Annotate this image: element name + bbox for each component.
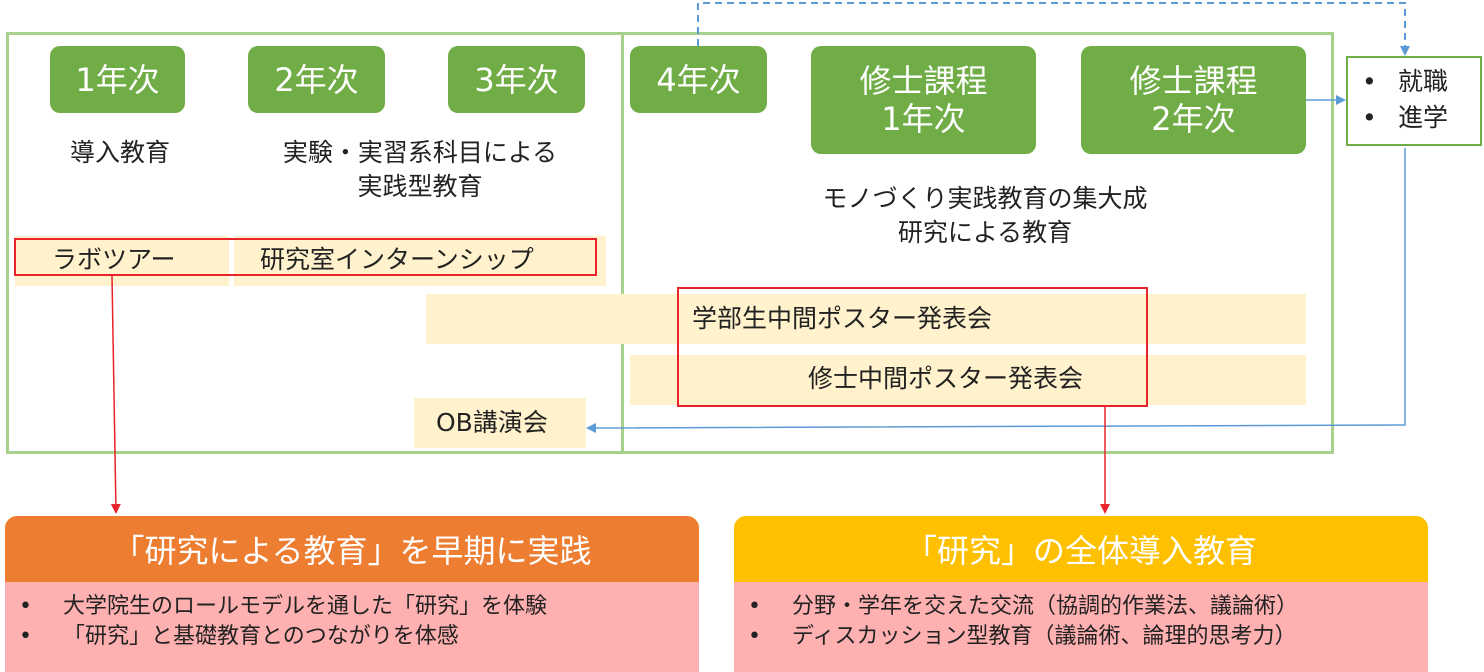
overall-intro-body: 分野・学年を交えた交流（協調的作業法、議論術） ディスカッション型教育（議論術、… (734, 582, 1428, 672)
year-2-box: 2年次 (248, 46, 385, 113)
year-1-box: 1年次 (50, 46, 185, 113)
undergrad-poster-band (426, 294, 1306, 344)
ob-lecture-band (414, 398, 586, 448)
poster-sessions-highlight (677, 287, 1148, 407)
master-1-box: 修士課程 1年次 (811, 46, 1036, 154)
early-practice-item: 大学院生のロールモデルを通した「研究」を体験 (19, 592, 699, 622)
undergrad-poster-label: 学部生中間ポスター発表会 (692, 304, 993, 333)
outcome-further-study: 進学 (1362, 100, 1480, 136)
lab-internship-band (234, 236, 606, 286)
practical-education-text: 実験・実習系科目による 実践型教育 (282, 138, 558, 201)
early-practice-arrow (110, 275, 121, 514)
overall-intro-item: ディスカッション型教育（議論術、論理的思考力） (748, 622, 1428, 652)
early-practice-header: 「研究による教育」を早期に実践 (5, 516, 699, 582)
year-3-box: 3年次 (448, 46, 585, 113)
intro-education-text: 導入教育 (69, 138, 170, 167)
master-2-box: 修士課程 2年次 (1081, 46, 1306, 154)
ob-lecture-label: OB講演会 (436, 408, 548, 437)
early-research-highlight (14, 238, 597, 276)
year4-master-frame (621, 32, 1334, 454)
overall-intro-item: 分野・学年を交えた交流（協調的作業法、議論術） (748, 592, 1428, 622)
lab-tour-label: ラボツアー (52, 245, 176, 274)
early-practice-item: 「研究」と基礎教育とのつながりを体感 (19, 622, 699, 652)
early-practice-body: 大学院生のロールモデルを通した「研究」を体験 「研究」と基礎教育とのつながりを体… (5, 582, 699, 672)
career-outcome-box: 就職 進学 (1346, 56, 1482, 146)
lab-internship-label: 研究室インターンシップ (260, 245, 534, 274)
outcome-employment: 就職 (1362, 64, 1480, 100)
master-poster-band (630, 355, 1306, 405)
lab-tour-band (15, 236, 229, 286)
master-poster-label: 修士中間ポスター発表会 (808, 364, 1084, 393)
year-4-box: 4年次 (630, 46, 767, 113)
monozukuri-education-text: モノづくり実践教育の集大成 研究による教育 (822, 184, 1148, 247)
dashed-career-arrow (697, 2, 1410, 56)
overall-intro-header: 「研究」の全体導入教育 (734, 516, 1428, 582)
ob-return-arrow (586, 148, 1406, 433)
